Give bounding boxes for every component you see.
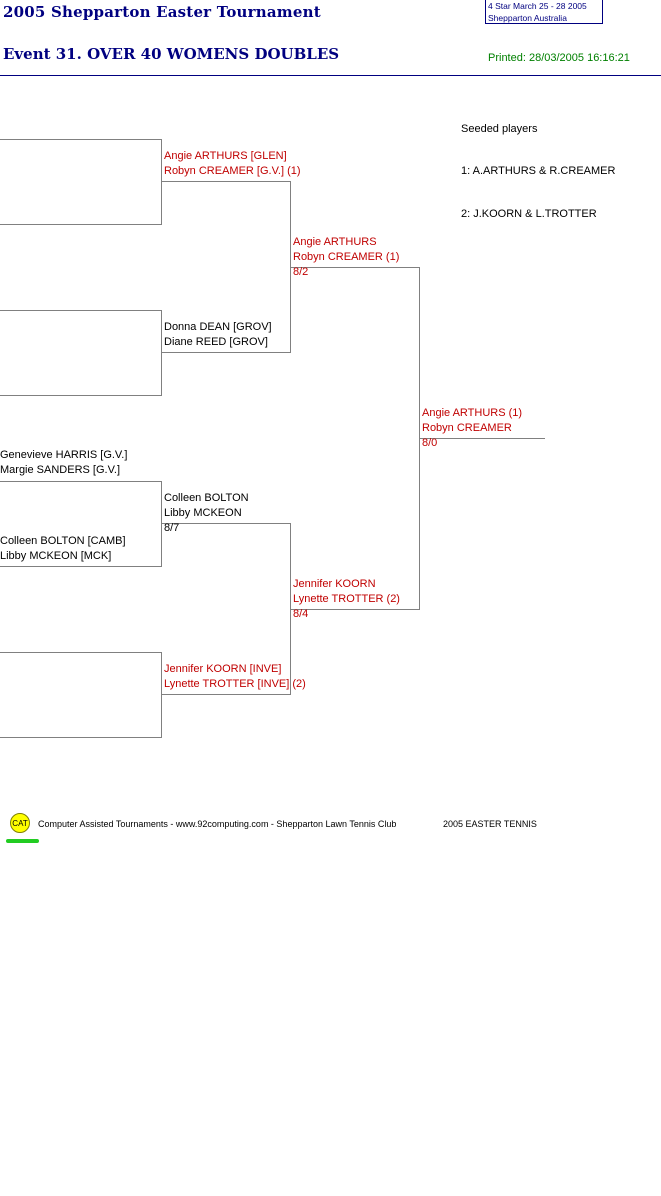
bracket-line bbox=[162, 181, 291, 182]
header-divider bbox=[0, 75, 661, 76]
r1-m4-player1: Colleen BOLTON [CAMB] bbox=[0, 535, 126, 547]
final-player1: Angie ARTHURS (1) bbox=[422, 407, 523, 419]
seed-2: 2: J.KOORN & L.TROTTER bbox=[461, 208, 597, 220]
r2-w1-player2: Robyn CREAMER [G.V.] (1) bbox=[164, 165, 301, 177]
bracket-line bbox=[420, 438, 545, 439]
r1-m3-player1: Genevieve HARRIS [G.V.] bbox=[0, 449, 128, 461]
r2-w3-score: 8/7 bbox=[164, 522, 180, 534]
bracket-line bbox=[161, 481, 162, 567]
bracket-line bbox=[0, 224, 162, 225]
bracket-line bbox=[161, 652, 162, 738]
semi2-score: 8/4 bbox=[293, 608, 309, 620]
bracket-line bbox=[162, 523, 291, 524]
bracket-line bbox=[290, 181, 291, 353]
semi2-player1: Jennifer KOORN bbox=[293, 578, 376, 590]
printed-timestamp: Printed: 28/03/2005 16:16:21 bbox=[488, 52, 630, 64]
bracket-line bbox=[161, 139, 162, 225]
tournament-title: 2005 Shepparton Easter Tournament bbox=[3, 3, 321, 21]
seed-1: 1: A.ARTHURS & R.CREAMER bbox=[461, 165, 616, 177]
r2-w4-player1: Jennifer KOORN [INVE] bbox=[164, 663, 282, 675]
r2-w3-player2: Libby MCKEON bbox=[164, 507, 242, 519]
event-title: Event 31. OVER 40 WOMENS DOUBLES bbox=[3, 45, 340, 63]
r2-w2-player2: Diane REED [GROV] bbox=[164, 336, 268, 348]
bracket-line bbox=[291, 609, 420, 610]
final-score: 8/0 bbox=[422, 437, 438, 449]
semi1-score: 8/2 bbox=[293, 266, 309, 278]
r1-m3-player2: Margie SANDERS [G.V.] bbox=[0, 464, 121, 476]
bracket-line bbox=[0, 139, 162, 140]
bracket-line bbox=[162, 352, 291, 353]
r2-w1-player1: Angie ARTHURS [GLEN] bbox=[164, 150, 287, 162]
cat-logo-icon: CAT bbox=[10, 813, 30, 833]
tournament-info-box: 4 Star March 25 - 28 2005 Shepparton Aus… bbox=[485, 0, 603, 24]
r2-w3-player1: Colleen BOLTON bbox=[164, 492, 249, 504]
r1-m4-player2: Libby MCKEON [MCK] bbox=[0, 550, 112, 562]
seeded-heading: Seeded players bbox=[461, 123, 538, 135]
semi1-player2: Robyn CREAMER (1) bbox=[293, 251, 400, 263]
info-line-1: 4 Star March 25 - 28 2005 bbox=[488, 1, 587, 11]
bracket-line bbox=[0, 652, 162, 653]
r2-w2-player1: Donna DEAN [GROV] bbox=[164, 321, 272, 333]
bracket-line bbox=[290, 523, 291, 695]
bracket-line bbox=[162, 694, 291, 695]
bracket-line bbox=[0, 481, 162, 482]
bracket-line bbox=[419, 267, 420, 610]
bracket-line bbox=[0, 395, 162, 396]
footer-credit[interactable]: Computer Assisted Tournaments - www.92co… bbox=[38, 819, 397, 829]
bracket-line bbox=[0, 566, 162, 567]
semi1-player1: Angie ARTHURS bbox=[293, 236, 377, 248]
final-player2: Robyn CREAMER bbox=[422, 422, 512, 434]
semi2-player2: Lynette TROTTER (2) bbox=[293, 593, 400, 605]
bracket-line bbox=[291, 267, 420, 268]
cat-logo-underline bbox=[6, 839, 39, 843]
bracket-line bbox=[0, 310, 162, 311]
info-line-2: Shepparton Australia bbox=[488, 13, 567, 23]
footer-event-name: 2005 EASTER TENNIS bbox=[443, 819, 537, 829]
bracket-line bbox=[161, 310, 162, 396]
bracket-line bbox=[0, 737, 162, 738]
r2-w4-player2: Lynette TROTTER [INVE] (2) bbox=[164, 678, 306, 690]
